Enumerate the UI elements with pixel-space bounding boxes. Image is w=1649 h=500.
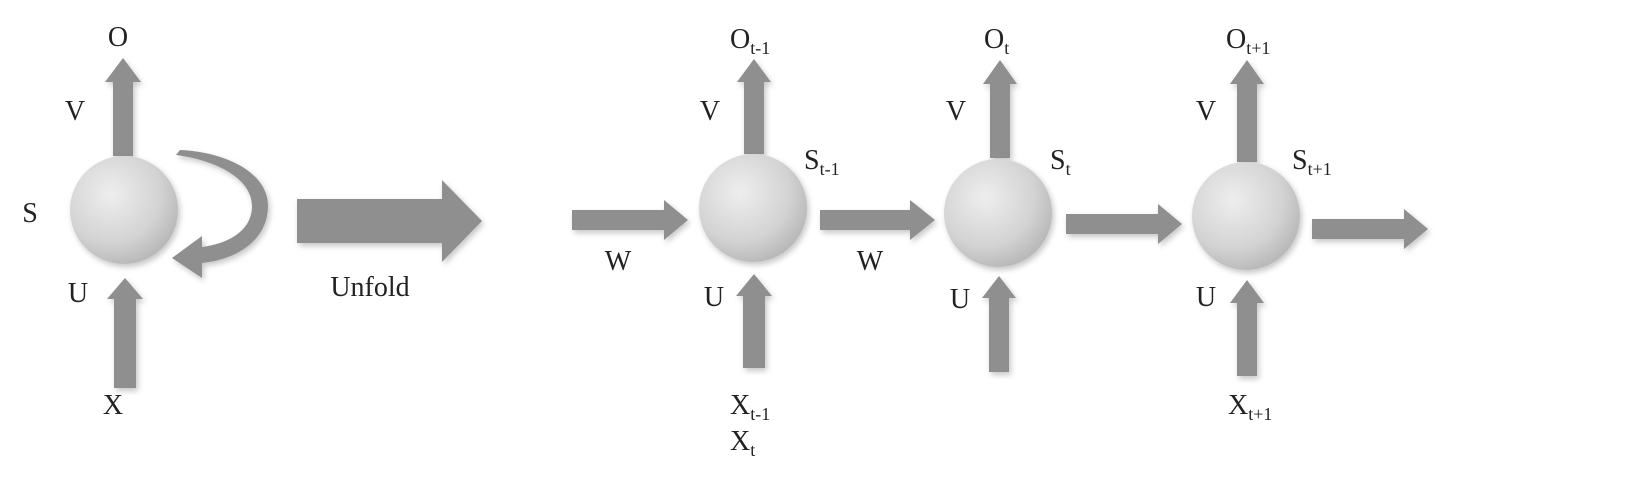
timestep-t-plus-1: Ot+1 V St+1 U Xt+1 [1192,24,1332,424]
folded-rnn: O V S U X [22,22,268,421]
recurrent-arrow-2 [1066,204,1182,244]
output-weight-label-t: V [946,96,966,127]
input-label-t-plus-1: Xt+1 [1228,390,1272,424]
input-arrow-t-minus-1 [736,274,772,368]
state-node-t-plus-1 [1192,162,1300,270]
block-arrow-right-icon [297,180,482,262]
unfold-label: Unfold [330,272,409,303]
unfold-section: Unfold [297,180,482,303]
state-label-t-plus-1: St+1 [1292,145,1332,179]
input-arrow-t-plus-1 [1230,280,1264,376]
timestep-t-minus-1: Ot-1 V St-1 W U Xt-1 [699,24,884,424]
input-weight-label-t: U [950,284,970,315]
lead-weight-label: W [605,246,632,277]
state-node-t-minus-1 [699,154,807,262]
recurrent-arrow-3 [1312,209,1428,249]
folded-output-arrow [105,58,141,156]
input-label-t-minus-1: Xt-1 [730,390,770,424]
curved-arrow-icon [172,150,268,278]
input-weight-label-t-minus-1: U [704,282,724,313]
folded-state-label: S [22,198,38,229]
folded-input-arrow [107,278,143,388]
output-label-t: Ot [984,24,1009,58]
folded-output-label: O [108,22,128,53]
output-arrow-t [983,60,1017,158]
output-weight-label-t-plus-1: V [1196,96,1216,127]
unfolded-rnn: W Ot-1 V St-1 W U Xt-1 Ot V St U Xt [572,24,1428,460]
output-label-t-plus-1: Ot+1 [1226,24,1270,58]
output-arrow-t-minus-1 [737,59,771,154]
state-label-t-minus-1: St-1 [804,145,840,179]
output-weight-label-t-minus-1: V [700,96,720,127]
output-label-t-minus-1: Ot-1 [730,24,770,58]
next-weight-label-t-minus-1: W [857,246,884,277]
state-node-t [944,159,1052,267]
timestep-t: Ot V St U Xt [730,24,1071,460]
state-label-t: St [1050,145,1071,179]
lead-recurrent-arrow [572,200,688,240]
folded-output-weight-label: V [65,96,85,127]
folded-state-node [70,156,178,264]
input-label-t: Xt [730,426,755,460]
recurrent-arrow-1 [820,200,935,240]
input-arrow-t [982,276,1016,372]
folded-input-label: X [103,390,123,421]
input-weight-label-t-plus-1: U [1196,282,1216,313]
folded-input-weight-label: U [68,278,88,309]
output-arrow-t-plus-1 [1230,60,1264,162]
